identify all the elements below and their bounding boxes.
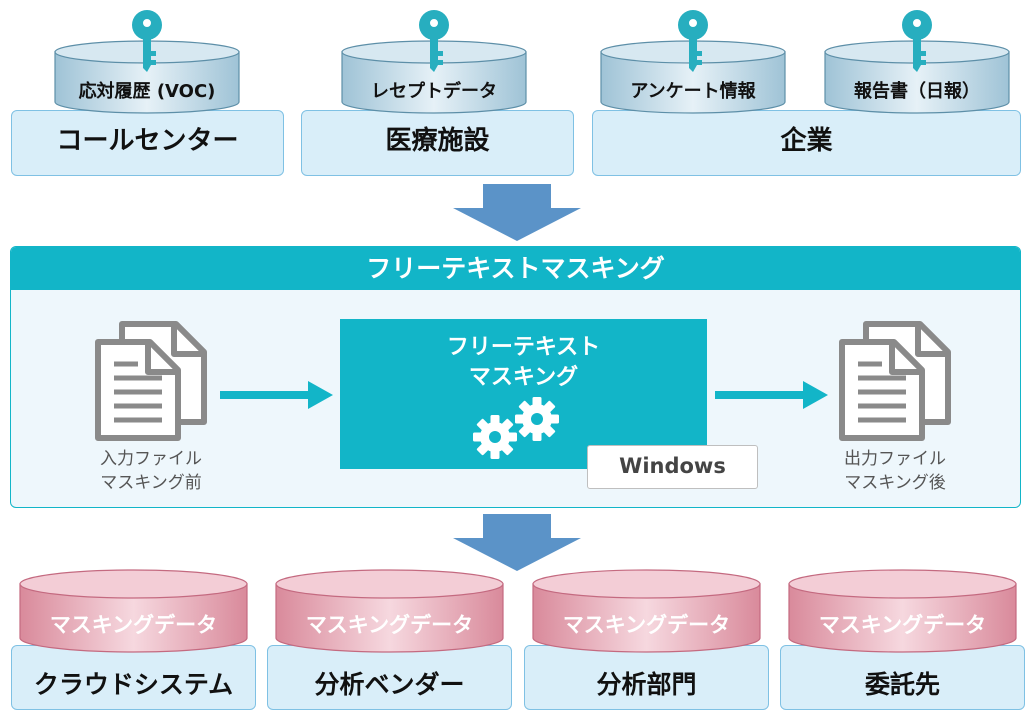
output-caption-line1: 出力ファイル bbox=[844, 449, 946, 469]
db-cylinder-shape bbox=[788, 569, 1017, 653]
arrow-down-icon bbox=[453, 514, 581, 571]
source-medical-label: 医療施設 bbox=[385, 126, 490, 156]
source-call-center-label: コールセンター bbox=[56, 126, 239, 156]
key-icon bbox=[132, 10, 162, 72]
destination-cloud: クラウドシステム bbox=[11, 645, 256, 710]
key-icon bbox=[902, 10, 932, 72]
destination-contractor: 委託先 bbox=[780, 645, 1025, 710]
input-caption-line2: マスキング前 bbox=[100, 473, 202, 493]
db-receipt-label: レセプトデータ bbox=[371, 81, 497, 102]
gear-icon bbox=[473, 397, 559, 459]
panel-header: フリーテキストマスキング bbox=[11, 247, 1020, 290]
db-masked-label: マスキングデータ bbox=[562, 613, 731, 637]
db-masked-3: マスキングデータ bbox=[788, 569, 1017, 653]
arrow-right-icon bbox=[715, 381, 828, 409]
engine-title: フリーテキスト マスキング bbox=[340, 333, 707, 393]
db-masked-1: マスキングデータ bbox=[275, 569, 504, 653]
source-enterprise-label: 企業 bbox=[780, 126, 833, 156]
source-call-center: コールセンター bbox=[11, 110, 284, 176]
document-icon bbox=[95, 321, 207, 441]
db-voc-label: 応対履歴 (VOC) bbox=[78, 81, 216, 102]
destination-vendor: 分析ベンダー bbox=[267, 645, 512, 710]
destination-department: 分析部門 bbox=[524, 645, 769, 710]
destination-vendor-label: 分析ベンダー bbox=[314, 669, 465, 699]
engine-title-line2: マスキング bbox=[468, 365, 579, 390]
input-caption-line1: 入力ファイル bbox=[100, 449, 202, 469]
db-cylinder-shape bbox=[19, 569, 248, 653]
destination-contractor-label: 委託先 bbox=[864, 669, 940, 699]
destination-cloud-label: クラウドシステム bbox=[33, 669, 234, 699]
engine-title-line1: フリーテキスト bbox=[446, 335, 601, 360]
arrow-down-icon bbox=[453, 184, 581, 241]
key-icon bbox=[678, 10, 708, 72]
destination-department-label: 分析部門 bbox=[596, 669, 697, 699]
db-report-label: 報告書（日報） bbox=[854, 81, 980, 102]
db-cylinder-shape bbox=[532, 569, 761, 653]
platform-badge: Windows bbox=[587, 445, 758, 489]
output-caption-line2: マスキング後 bbox=[844, 473, 946, 493]
key-icon bbox=[419, 10, 449, 72]
source-medical: 医療施設 bbox=[301, 110, 574, 176]
db-masked-label: マスキングデータ bbox=[818, 613, 987, 637]
arrow-right-icon bbox=[220, 381, 333, 409]
masking-engine: フリーテキスト マスキング bbox=[340, 319, 707, 469]
source-enterprise: 企業 bbox=[592, 110, 1021, 176]
db-masked-0: マスキングデータ bbox=[19, 569, 248, 653]
document-icon bbox=[839, 321, 951, 441]
db-survey-label: アンケート情報 bbox=[630, 81, 756, 102]
input-caption: 入力ファイル マスキング前 bbox=[66, 447, 236, 495]
db-cylinder-shape bbox=[275, 569, 504, 653]
db-masked-label: マスキングデータ bbox=[49, 613, 218, 637]
db-masked-label: マスキングデータ bbox=[305, 613, 474, 637]
db-masked-2: マスキングデータ bbox=[532, 569, 761, 653]
output-caption: 出力ファイル マスキング後 bbox=[810, 447, 980, 495]
